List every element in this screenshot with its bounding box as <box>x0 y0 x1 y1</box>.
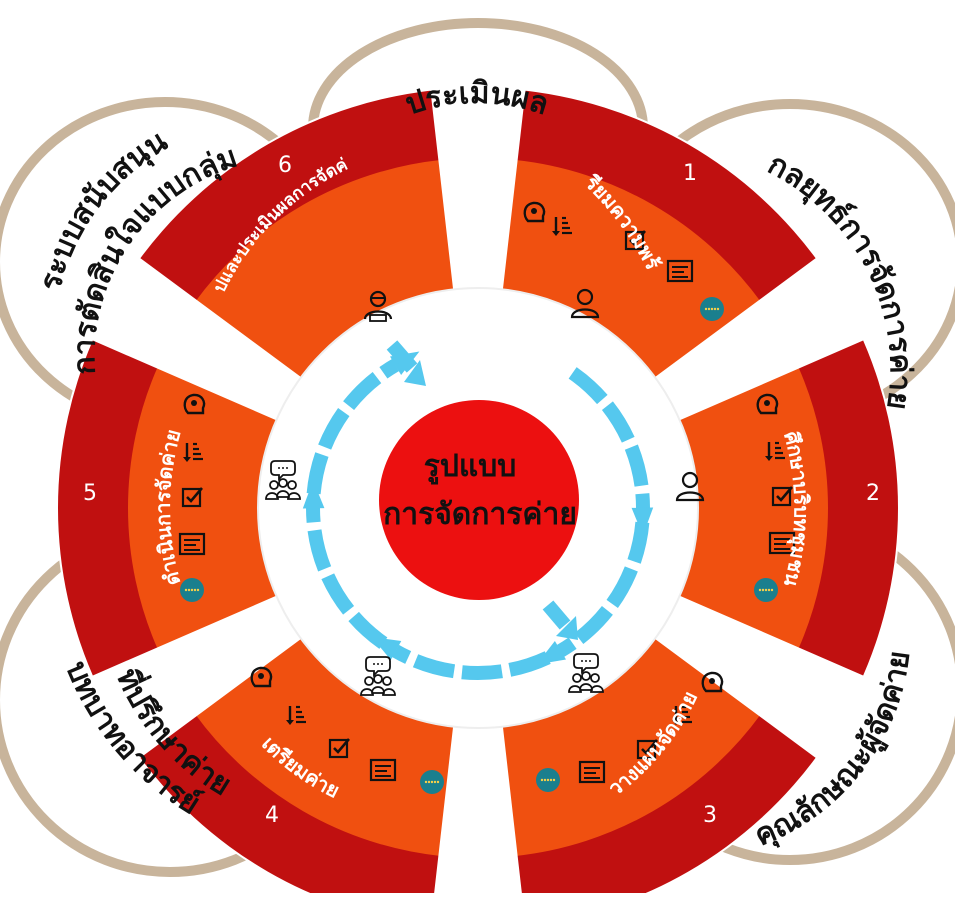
person-icon <box>570 288 600 319</box>
checkbox-icon <box>181 487 203 508</box>
segment-1-inner <box>500 159 762 382</box>
short-arrow-head <box>556 616 578 640</box>
cycle-arrow-head <box>302 480 325 509</box>
checkbox-icon <box>328 738 350 759</box>
segment-4-inner <box>194 634 456 857</box>
center-title-line2: การจัดการค่าย <box>383 497 577 532</box>
lightbulb-head-icon <box>523 201 546 223</box>
segment-gap <box>83 591 310 764</box>
group-chat-icon <box>360 656 396 696</box>
checkbox-icon <box>636 739 658 760</box>
checkbox-icon <box>771 486 793 507</box>
group-chat-icon <box>265 460 301 500</box>
cycle-arrow-head <box>631 507 654 536</box>
segment-4-number: 4 <box>265 803 279 828</box>
segment-2-number: 2 <box>866 481 880 506</box>
checkbox-icon <box>624 230 646 251</box>
message-board-icon <box>666 259 694 283</box>
message-board-icon <box>369 758 397 782</box>
segment-5-inner <box>127 365 282 651</box>
cycle-arrow <box>556 521 650 657</box>
segment-3-inner <box>500 634 762 857</box>
segment-1-number: 1 <box>683 161 697 186</box>
segment-5-number: 5 <box>83 481 97 506</box>
message-board-icon <box>768 531 796 555</box>
short-arrow <box>386 340 418 373</box>
segment-gap <box>433 716 523 897</box>
presenter-icon <box>363 290 393 322</box>
segment-gap <box>83 252 310 425</box>
segment-gap <box>429 78 527 300</box>
ring-layer <box>56 78 900 897</box>
lightbulb-head-icon <box>701 671 724 693</box>
lightbulb-head-icon <box>183 393 206 415</box>
segment-6-inner <box>194 159 456 382</box>
sort-list-icon <box>552 216 572 236</box>
short-arrow-head <box>404 360 426 386</box>
segment-3-number: 3 <box>703 803 717 828</box>
cycle-arrow <box>306 359 400 495</box>
lightbulb-head-icon <box>250 666 273 688</box>
segment-6-number: 6 <box>278 153 292 178</box>
segment-gap <box>646 591 873 764</box>
message-board-icon <box>178 532 206 556</box>
cycle-arrow <box>568 367 650 509</box>
short-arrow <box>542 600 571 630</box>
cycle-arrow <box>392 644 551 680</box>
sort-list-icon <box>765 441 785 461</box>
sort-list-icon <box>183 442 203 462</box>
person-icon <box>675 471 705 502</box>
rating-dots-icon <box>700 297 724 321</box>
lightbulb-head-icon <box>756 393 779 415</box>
rating-dots-icon <box>754 578 778 602</box>
segment-gap <box>646 252 873 425</box>
icon-layer <box>178 201 796 794</box>
sort-list-icon <box>672 705 692 725</box>
group-chat-icon <box>568 653 604 693</box>
rating-dots-icon <box>180 578 204 602</box>
cycle-arrow <box>306 507 388 649</box>
rating-dots-icon <box>420 770 444 794</box>
center-title-line1: รูปแบบ <box>424 449 517 485</box>
center-circle <box>379 400 579 600</box>
rating-dots-icon <box>536 768 560 792</box>
message-board-icon <box>578 760 606 784</box>
segment-2-inner <box>674 365 828 651</box>
sort-list-icon <box>286 705 306 725</box>
